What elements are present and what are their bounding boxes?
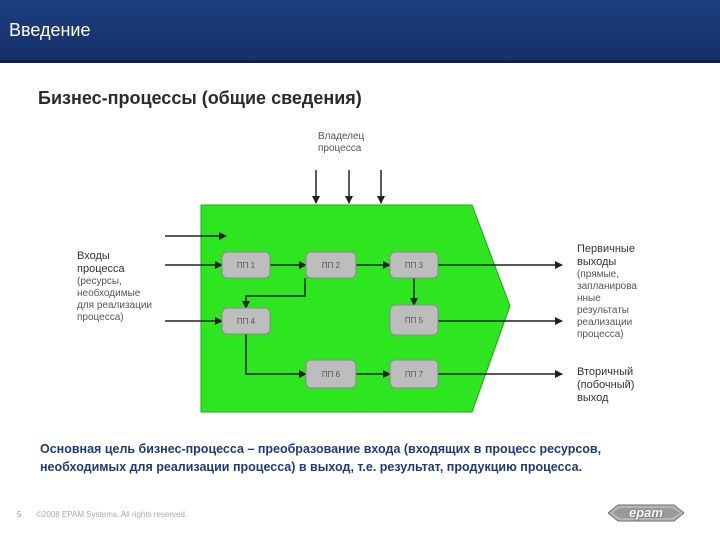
process-box-label: ПП 1: [237, 261, 256, 270]
process-box-label: ПП 3: [405, 261, 424, 270]
process-box-label: ПП 5: [405, 316, 424, 325]
input-arrows: [165, 232, 227, 325]
copyright-text: ©2008 EPAM Systems. All rights reserved.: [36, 510, 188, 519]
secondary-output-label: Вторичный (побочный) выход: [577, 366, 635, 404]
slide-title: Бизнес-процессы (общие сведения): [38, 88, 362, 108]
process-box-label: ПП 4: [237, 317, 256, 326]
summary-text: Основная цель бизнес-процесса – преобраз…: [40, 442, 602, 474]
process-box-label: ПП 6: [322, 370, 341, 379]
header-title: Введение: [9, 20, 91, 40]
logo-text: epam: [629, 505, 663, 520]
process-box-4: ПП 4: [221, 307, 271, 335]
page-number: 5: [17, 510, 22, 519]
flow-arrows: [242, 261, 418, 378]
process-box-label: ПП 2: [322, 261, 341, 270]
primary-outputs-label: Первичные выходы (прямые, запланирова нн…: [577, 243, 637, 340]
owner-arrows: [312, 170, 385, 204]
process-box-2: ПП 2: [305, 251, 357, 279]
header-bar: Введение: [0, 0, 720, 63]
process-box-3: ПП 3: [389, 251, 439, 279]
inputs-label: Входы процесса (ресурсы, необходимые для…: [77, 250, 153, 323]
process-box-label: ПП 7: [405, 370, 424, 379]
process-box-7: ПП 7: [389, 359, 439, 389]
owner-label: Владелец процесса: [318, 131, 365, 154]
process-box-1: ПП 1: [221, 251, 271, 279]
process-box-6: ПП 6: [305, 359, 357, 389]
output-arrows: [438, 261, 563, 378]
process-box-5: ПП 5: [389, 304, 439, 336]
epam-logo: epam: [608, 503, 684, 523]
